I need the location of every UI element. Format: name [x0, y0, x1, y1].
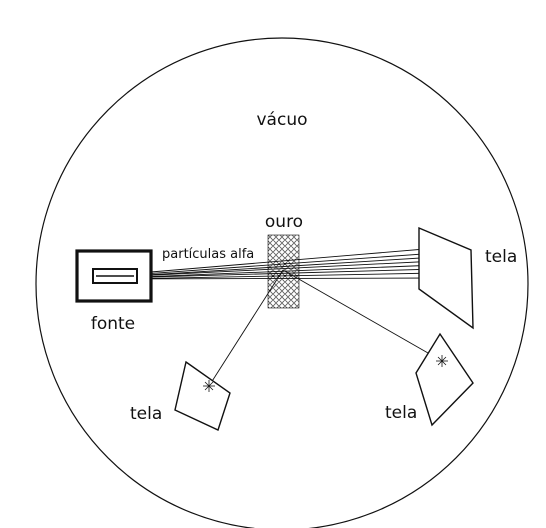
flash-icon: [203, 380, 215, 392]
screen-right: [418, 226, 474, 330]
alpha-particles-label: partículas alfa: [162, 247, 254, 262]
screen-bottom-left-label: tela: [130, 404, 162, 424]
deflected-beam-right: [282, 269, 443, 362]
screen-bottom-left: [174, 360, 231, 431]
flash-icon: [436, 355, 448, 367]
vacuum-chamber: [35, 37, 529, 528]
vacuum-label: vácuo: [257, 110, 308, 130]
screen-right-label: tela: [485, 247, 517, 267]
gold-foil: [267, 234, 300, 309]
screen-bottom-right-label: tela: [385, 403, 417, 423]
source-label: fonte: [91, 314, 135, 334]
gold-label: ouro: [265, 212, 303, 232]
screen-bottom-right: [415, 332, 474, 427]
